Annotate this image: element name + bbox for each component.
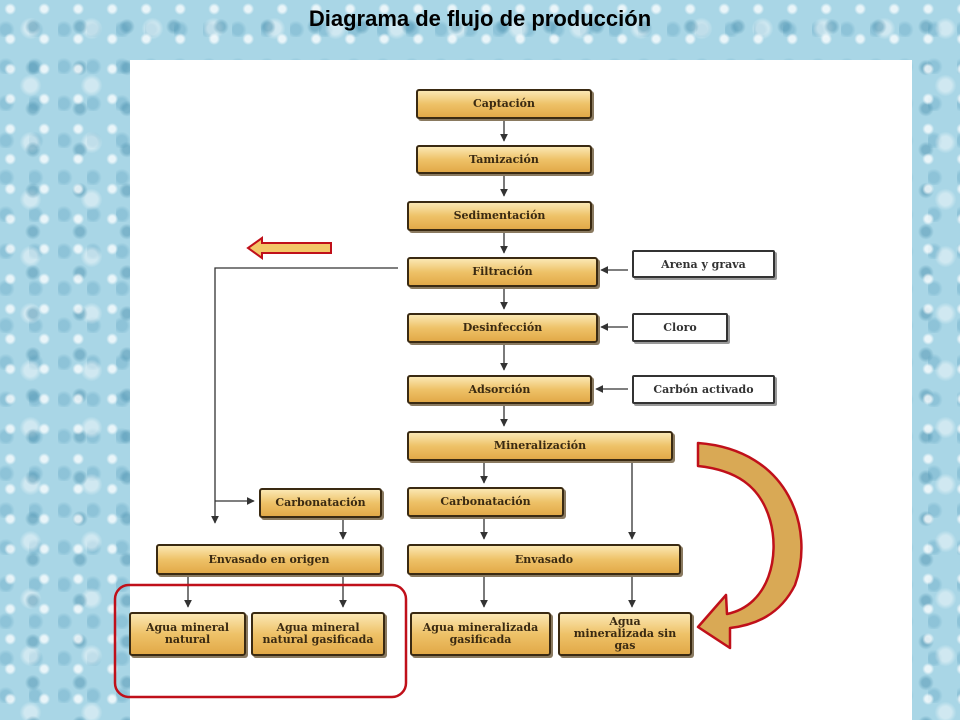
product-agua-mineral-natural-gasificada: Agua mineral natural gasificada xyxy=(251,612,385,656)
step-tamizacion: Tamización xyxy=(416,145,592,174)
input-cloro: Cloro xyxy=(632,313,728,342)
product-agua-mineral-natural: Agua mineral natural xyxy=(129,612,246,656)
product-agua-mineralizada-sin-gas: Agua mineralizada sin gas xyxy=(558,612,692,656)
step-carbonatacion: Carbonatación xyxy=(407,487,564,517)
highlight-left-arrow xyxy=(246,236,332,260)
step-adsorcion: Adsorción xyxy=(407,375,592,404)
curved-arrow xyxy=(696,441,803,650)
step-envasado: Envasado xyxy=(407,544,681,575)
step-desinfeccion: Desinfección xyxy=(407,313,598,343)
product-agua-mineralizada-gasificada: Agua mineralizada gasificada xyxy=(410,612,551,656)
step-envasado-en-origen: Envasado en origen xyxy=(156,544,382,575)
step-sedimentacion: Sedimentación xyxy=(407,201,592,231)
branch-filtracion-origen xyxy=(211,267,398,524)
products-highlight-frame xyxy=(113,583,408,699)
step-captacion: Captación xyxy=(416,89,592,119)
input-arena-y-grava: Arena y grava xyxy=(632,250,775,278)
step-carbonatacion-origen: Carbonatación xyxy=(259,488,382,518)
slide-title: Diagrama de flujo de producción xyxy=(308,6,652,31)
step-filtracion: Filtración xyxy=(407,257,598,287)
step-mineralizacion: Mineralización xyxy=(407,431,673,461)
input-carbon-activado: Carbón activado xyxy=(632,375,775,404)
